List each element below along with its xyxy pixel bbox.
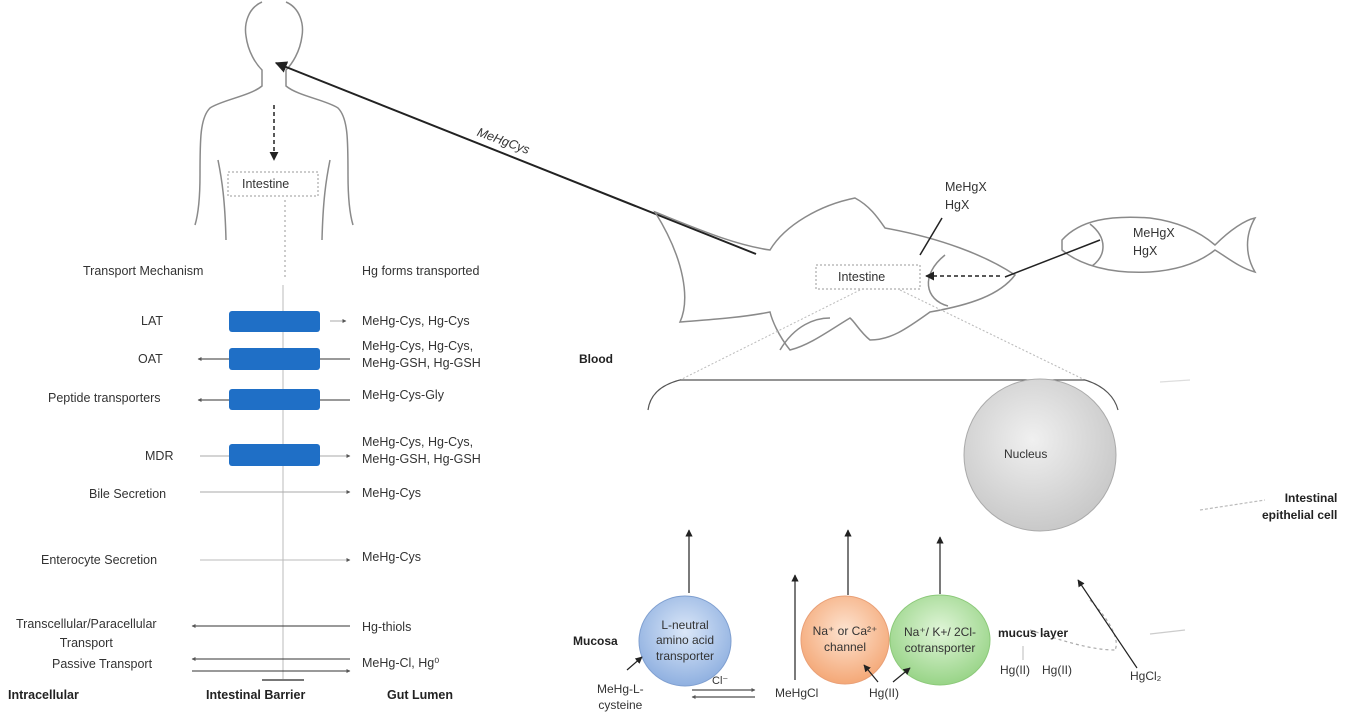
hg-ii-bottom-label: Hg(II) — [869, 686, 899, 700]
fish-intestine-label: Intestine — [838, 270, 886, 284]
mechanism-peptide: Peptide transporters — [48, 391, 161, 405]
human-intestine-label: Intestine — [242, 177, 290, 191]
mechanism-enterocyte: Enterocyte Secretion — [41, 553, 158, 567]
mdr-transporter-box — [229, 444, 320, 466]
small-fish — [1061, 216, 1257, 274]
lat-transporter-box — [229, 311, 320, 332]
big-fish — [653, 197, 1017, 351]
header-hg-forms: Hg forms transported — [362, 264, 480, 278]
nucleus-shape — [963, 378, 1117, 532]
mechanism-bile: Bile Secretion — [89, 487, 167, 501]
small-fish-hg-label: MeHgX HgX — [1133, 226, 1175, 259]
transport-arrows — [191, 319, 351, 673]
big-fish-hg-label: MeHgX HgX — [945, 180, 987, 213]
mechanism-passive: Passive Transport — [52, 657, 153, 671]
label-gut-lumen: Gut Lumen — [387, 688, 453, 702]
mechanism-lat: LAT — [141, 314, 163, 328]
mucosa-label: Mucosa — [573, 634, 618, 648]
label-intestinal-barrier: Intestinal Barrier — [206, 688, 306, 702]
cotransporter-label: Na⁺/ K+/ 2Cl- cotransporter — [903, 625, 977, 655]
mucus-layer-label: mucus layer — [998, 626, 1069, 640]
forms-passive: MeHg-Cl, Hg⁰ — [362, 656, 440, 670]
cell-outline — [647, 379, 1266, 651]
forms-mdr: MeHg-Cys, Hg-Cys, MeHg-GSH, Hg-GSH — [362, 435, 481, 466]
lnat-label: L-neutral amino acid transporter — [655, 617, 715, 663]
mechanism-mdr: MDR — [145, 449, 174, 463]
mehgcl-label: MeHgCl — [775, 686, 819, 700]
label-intracellular: Intracellular — [8, 688, 79, 702]
oat-transporter-box — [229, 348, 320, 370]
mechanism-transcellular: Transcellular/Paracellular Transport — [16, 617, 157, 651]
forms-bile: MeHg-Cys — [362, 486, 422, 500]
nucleus-label: Nucleus — [1004, 447, 1048, 461]
hg-ii-2-label: Hg(II) — [1042, 663, 1072, 677]
human-intestine-box — [227, 171, 319, 197]
forms-peptide: MeHg-Cys-Gly — [362, 388, 444, 402]
channel-shape — [800, 595, 890, 685]
hgcl2-label: HgCl₂ — [1130, 669, 1162, 683]
hg-ii-1-label: Hg(II) — [1000, 663, 1030, 677]
forms-transcellular: Hg-thiols — [362, 620, 412, 634]
mehgcys-arrow — [274, 61, 757, 255]
cl-label: Cl⁻ — [712, 675, 729, 687]
human-silhouette — [194, 1, 354, 241]
lnat-shape — [638, 595, 732, 687]
blood-label: Blood — [579, 352, 613, 366]
big-fish-pointer — [919, 217, 943, 256]
mechanism-oat: OAT — [138, 352, 163, 366]
cotransporter-shape — [889, 594, 991, 686]
epithelial-cell-label: Intestinal epithelial cell — [1262, 491, 1338, 522]
small-fish-pointer — [1004, 239, 1101, 278]
header-transport-mechanism: Transport Mechanism — [83, 264, 204, 278]
fish-intestine-box — [815, 264, 921, 290]
channel-label: Na⁺ or Ca²⁺ channel — [812, 624, 878, 654]
forms-oat: MeHg-Cys, Hg-Cys, MeHg-GSH, Hg-GSH — [362, 339, 481, 370]
forms-lat: MeHg-Cys, Hg-Cys — [362, 314, 470, 328]
mehg-l-cysteine-label: MeHg-L- cysteine — [597, 682, 644, 712]
peptide-transporter-box — [229, 389, 320, 410]
forms-enterocyte: MeHg-Cys — [362, 550, 422, 564]
uptake-arrows — [626, 529, 1138, 683]
